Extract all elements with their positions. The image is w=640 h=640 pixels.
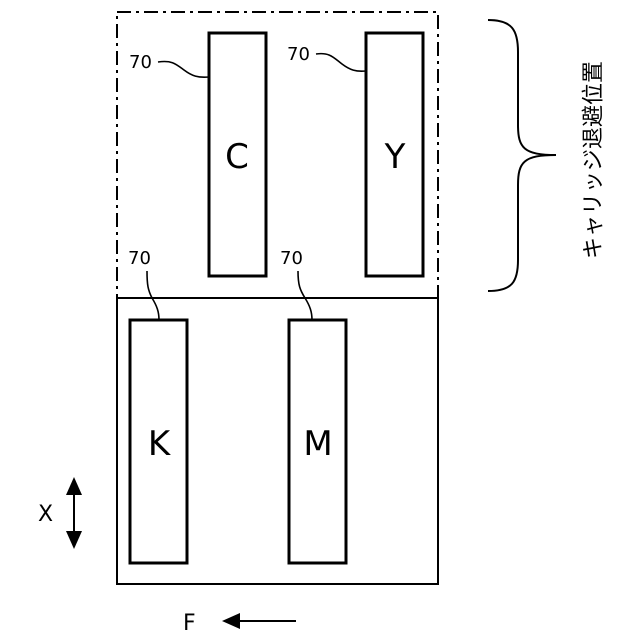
head-y-label: Y	[384, 137, 406, 177]
head-m-ref-number: 70	[280, 248, 303, 269]
feed-direction-arrow-head	[222, 613, 240, 629]
x-arrow-up-head	[66, 477, 82, 495]
head-m-leader-line	[298, 271, 312, 320]
head-k-leader-line	[147, 271, 159, 320]
retract-region-label: キャリッジ退避位置	[582, 61, 607, 259]
head-m-label: M	[303, 424, 332, 464]
x-axis-label: X	[38, 502, 53, 527]
head-c-label: C	[225, 137, 249, 177]
head-k-label: K	[148, 424, 172, 464]
head-y-leader-line	[316, 54, 366, 72]
head-c-ref-number: 70	[129, 52, 152, 73]
head-y-ref-number: 70	[287, 44, 310, 65]
feed-direction-label: F	[183, 611, 196, 636]
x-arrow-down-head	[66, 531, 82, 549]
head-k-ref-number: 70	[128, 248, 151, 269]
head-c-leader-line	[158, 61, 209, 77]
retract-region-brace	[488, 20, 556, 291]
